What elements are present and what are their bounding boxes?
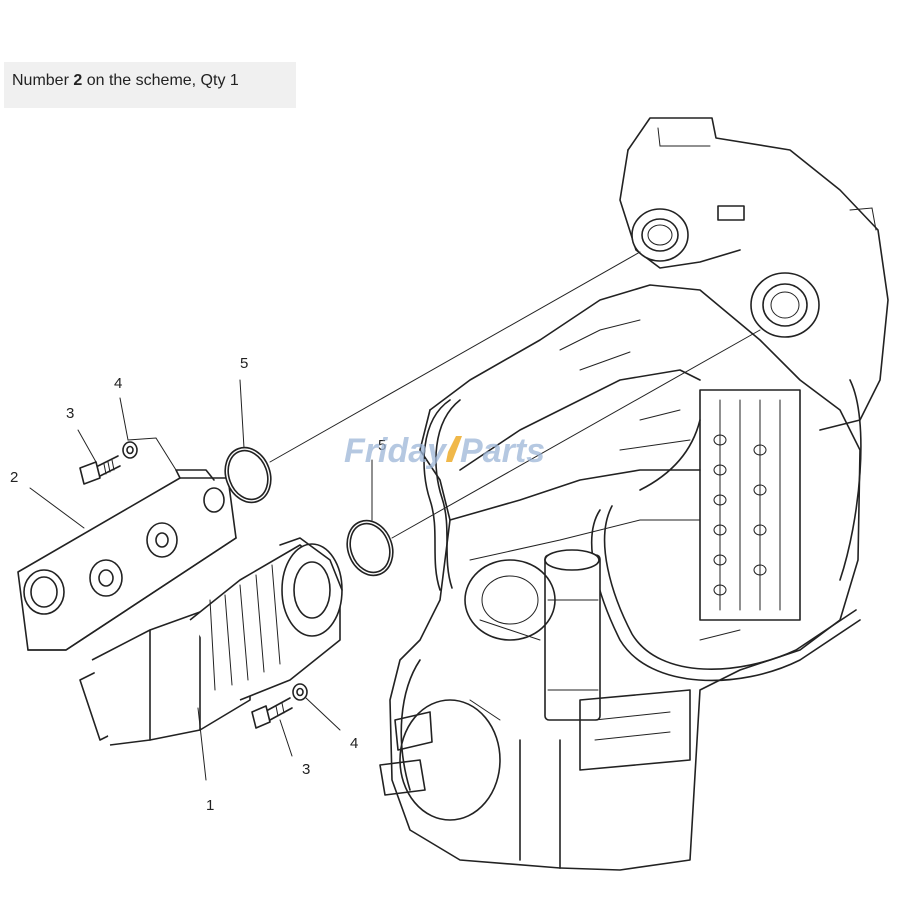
bolt-upper-part-3 [79, 455, 121, 485]
watermark-logo: Friday Parts [344, 432, 545, 470]
washer-lower-part-4 [292, 683, 308, 701]
flange-seal-lower [750, 272, 820, 338]
o-ring-lower-part-5 [346, 519, 394, 577]
callout-3-lower: 3 [302, 761, 310, 778]
transmission-assembly [379, 117, 889, 871]
callout-1: 1 [206, 797, 214, 814]
flange-seal-upper [631, 208, 689, 262]
caption-prefix: Number [12, 72, 74, 89]
callout-4-lower: 4 [350, 735, 358, 752]
part-caption: Number 2 on the scheme, Qty 1 [4, 62, 296, 108]
alignment-lines [29, 251, 761, 781]
hydraulic-pump-part-1 [79, 537, 343, 746]
callout-2: 2 [10, 469, 18, 486]
o-ring-upper-part-5 [224, 446, 272, 504]
callout-3-upper: 3 [66, 405, 74, 422]
callout-5-lower: 5 [378, 437, 386, 454]
callout-4-upper: 4 [114, 375, 122, 392]
watermark-slash-mark [446, 436, 462, 462]
callout-5-upper: 5 [240, 355, 248, 372]
caption-suffix: on the scheme, Qty 1 [82, 72, 239, 89]
watermark-text-friday: Friday [344, 432, 448, 470]
watermark-text-parts: Parts [460, 432, 545, 470]
washer-upper-part-4 [122, 441, 138, 459]
bolt-lower-part-3 [251, 697, 293, 729]
gasket-plate-part-2 [17, 469, 237, 651]
oil-filter [544, 554, 601, 721]
caption-part-number: 2 [73, 72, 83, 89]
